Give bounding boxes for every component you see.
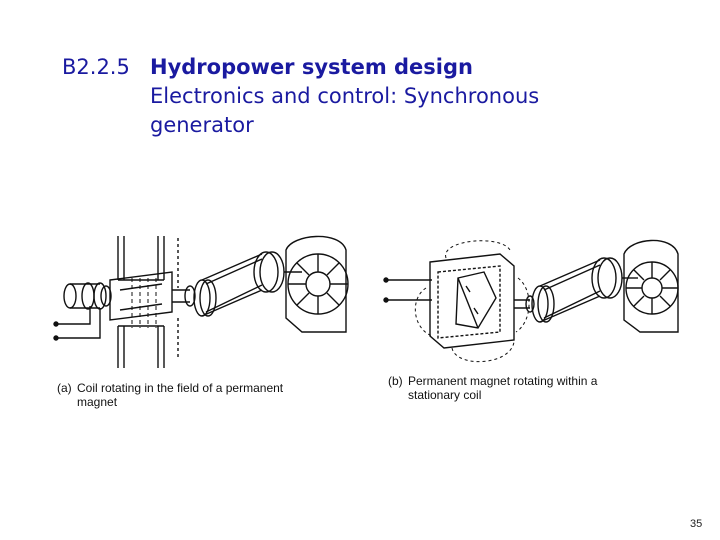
caption-a: (a) Coil rotating in the field of a perma…: [57, 381, 327, 409]
stationary-coil-b: [429, 253, 515, 349]
diagram-b: [383, 239, 679, 362]
caption-b-line2: stationary coil: [408, 388, 482, 402]
turbine-b: [623, 239, 679, 333]
belt-drive-b: [531, 257, 638, 323]
caption-b: (b) Permanent magnet rotating within a st…: [388, 374, 648, 402]
diagram-a: [53, 235, 349, 368]
caption-a-line2: magnet: [77, 395, 118, 409]
belt-drive-a: [193, 251, 302, 317]
field-lines-a: [131, 278, 157, 328]
rotating-magnet-b: [455, 271, 497, 329]
turbine-a: [285, 235, 349, 333]
magnet-poles-a: [117, 236, 179, 368]
field-lines-b: [414, 240, 530, 362]
slide-heading: B2.2.5 Hydropower system design Electroni…: [62, 53, 539, 140]
slide-subtitle-line1: Electronics and control: Synchronous: [150, 84, 540, 108]
rotating-coil-a: [109, 271, 173, 321]
slide-title: Hydropower system design: [150, 55, 473, 79]
section-number: B2.2.5: [62, 55, 130, 79]
output-wires-b: [386, 279, 432, 301]
caption-b-line1: Permanent magnet rotating within a: [408, 374, 598, 388]
shaft-slip-rings-a: [63, 282, 196, 310]
output-wires-a: [56, 306, 101, 339]
caption-a-line1: Coil rotating in the field of a permanen…: [77, 381, 284, 395]
caption-b-tag: (b): [388, 374, 403, 388]
generator-diagram: [53, 235, 679, 368]
page-number: 35: [690, 518, 703, 530]
caption-a-tag: (a): [57, 381, 72, 395]
slide-subtitle-line2: generator: [150, 113, 254, 137]
